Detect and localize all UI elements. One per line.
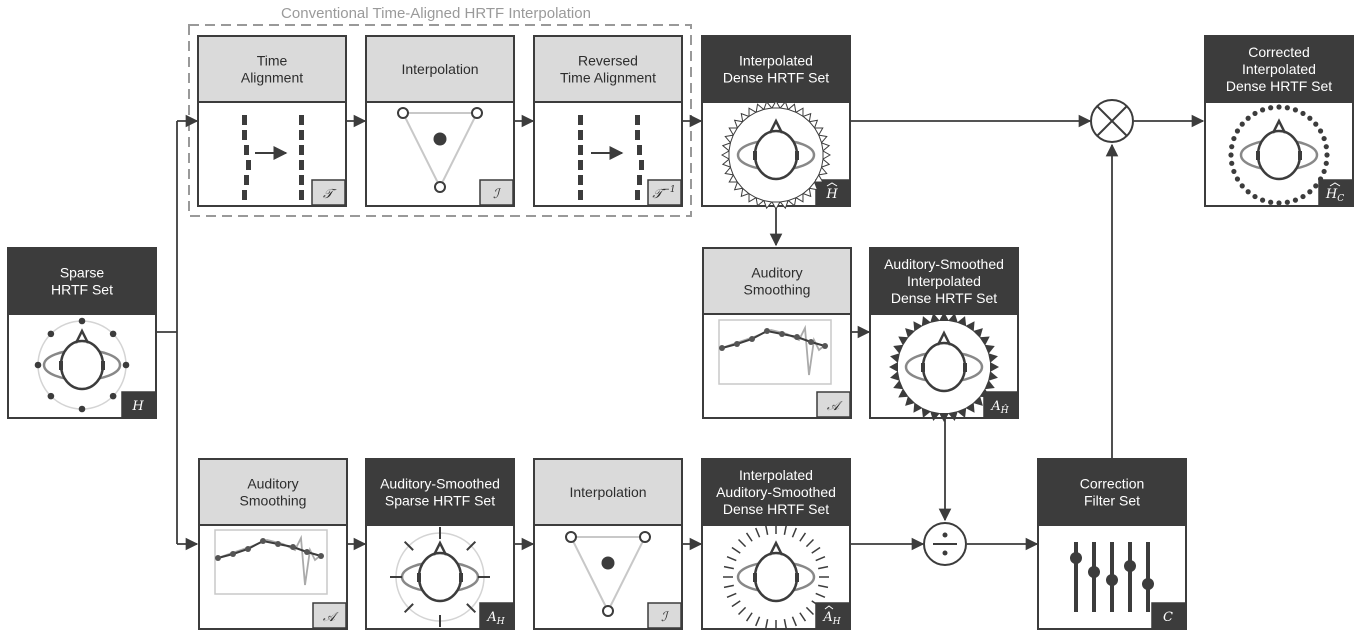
node-label-line: Time Alignment	[560, 70, 656, 86]
node-label-line: Time	[257, 53, 288, 69]
node-label-line: Correction	[1080, 476, 1145, 492]
node-label-line: Auditory	[751, 265, 802, 281]
node-label-line: Interpolation	[401, 61, 478, 77]
node-label-line: Smoothing	[744, 282, 811, 298]
node-label-line: Reversed	[578, 53, 638, 69]
node-label-line: Dense HRTF Set	[891, 290, 997, 306]
multiply-operator	[1091, 100, 1133, 142]
node-badge: H	[131, 399, 144, 414]
node-label-line: Filter Set	[1084, 493, 1140, 509]
group-title: Conventional Time-Aligned HRTF Interpola…	[281, 5, 591, 22]
node-label-line: Dense HRTF Set	[1226, 78, 1332, 94]
node-label-line: Interpolated	[739, 467, 813, 483]
node-label-line: Auditory-Smoothed	[380, 476, 500, 492]
node-label-line: Smoothing	[240, 493, 307, 509]
node-label-line: Auditory	[247, 476, 298, 492]
node-label-line: Interpolation	[569, 484, 646, 500]
node-label-line: Auditory-Smoothed	[716, 484, 836, 500]
node-label-line: HRTF Set	[51, 282, 113, 298]
node-label-line: Interpolated	[907, 273, 981, 289]
node-label-line: Interpolated	[1242, 61, 1316, 77]
node-label-line: Alignment	[241, 70, 303, 86]
node-label-line: Dense HRTF Set	[723, 501, 829, 517]
node-badge: H	[825, 187, 838, 202]
node-label-line: Sparse	[60, 265, 105, 281]
node-label-line: Corrected	[1248, 44, 1309, 60]
divide-operator	[924, 523, 966, 565]
node-label-line: Auditory-Smoothed	[884, 256, 1004, 272]
node-label-line: Interpolated	[739, 53, 813, 69]
node-label-line: Dense HRTF Set	[723, 70, 829, 86]
node-badge: C	[1163, 610, 1173, 625]
node-label-line: Sparse HRTF Set	[385, 493, 495, 509]
